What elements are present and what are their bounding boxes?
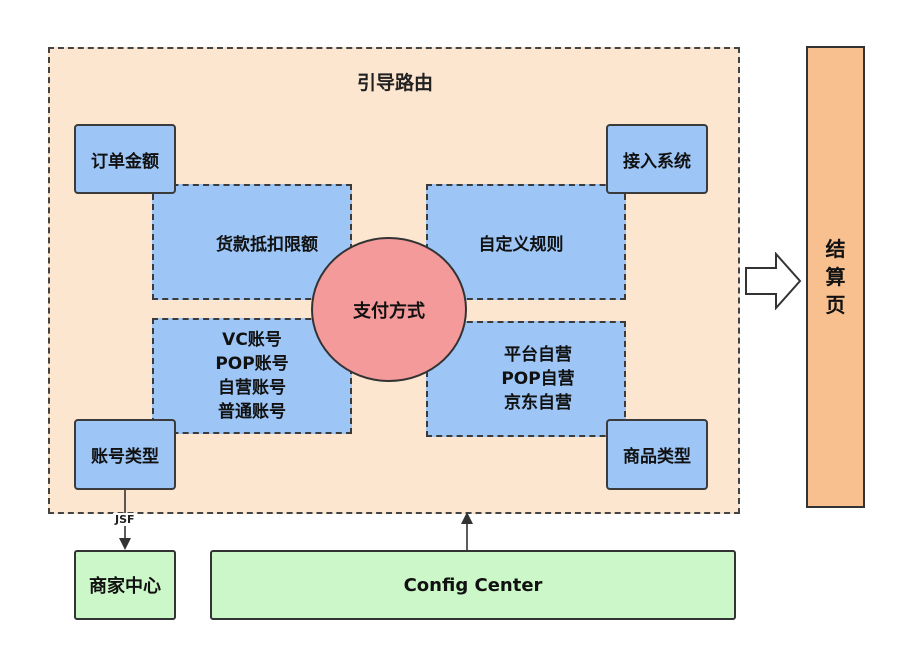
- settlement-char: 结: [825, 237, 846, 261]
- account-item: 普通账号: [218, 402, 286, 422]
- account-item: VC账号: [222, 330, 282, 350]
- payment-method-circle: 支付方式: [311, 237, 467, 382]
- settlement-page-box: 结 算 页: [806, 46, 865, 508]
- jsf-label: JSF: [113, 513, 137, 526]
- account-type-label: 账号类型: [91, 447, 159, 467]
- region-title: 引导路由: [356, 72, 433, 94]
- product-source-item: 平台自营: [504, 345, 572, 365]
- settlement-char: 页: [825, 293, 846, 317]
- merchant-center-box: 商家中心: [74, 550, 176, 620]
- config-center-box: Config Center: [210, 550, 736, 620]
- config-center-label: Config Center: [403, 574, 543, 596]
- settlement-char: 算: [825, 265, 846, 289]
- account-item: 自营账号: [218, 378, 286, 398]
- order-amount-label: 订单金额: [91, 151, 159, 172]
- product-source-item: POP自营: [501, 369, 575, 389]
- account-type-box: 账号类型: [74, 419, 176, 490]
- custom-rule-label: 自定义规则: [478, 234, 564, 255]
- product-source-item: 京东自营: [504, 393, 572, 413]
- payment-method-label: 支付方式: [353, 300, 425, 322]
- account-item: POP账号: [215, 354, 289, 374]
- access-system-box: 接入系统: [606, 124, 708, 194]
- deduction-limit-label: 货款抵扣限额: [216, 234, 318, 255]
- product-type-box: 商品类型: [606, 419, 708, 490]
- product-type-label: 商品类型: [623, 447, 691, 467]
- order-amount-box: 订单金额: [74, 124, 176, 194]
- access-system-label: 接入系统: [623, 151, 691, 172]
- merchant-center-label: 商家中心: [89, 576, 161, 597]
- right-arrow-icon: [745, 252, 802, 310]
